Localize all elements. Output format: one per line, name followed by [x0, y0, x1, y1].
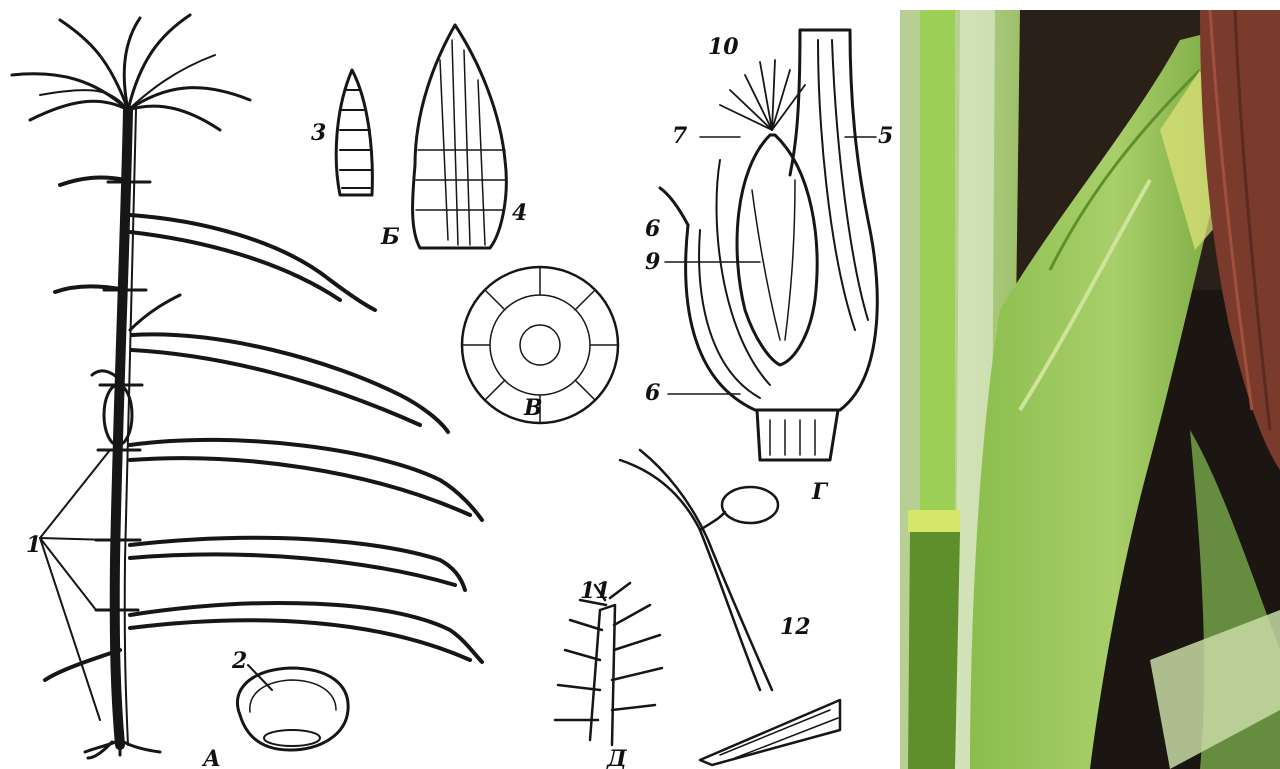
- stalk-node: [908, 510, 960, 532]
- ear-longitudinal-section: [660, 30, 877, 460]
- label-6-top: 6: [645, 216, 660, 242]
- label-2: 2: [231, 648, 247, 674]
- label-12: 12: [780, 614, 811, 640]
- panel-letter-d: Д: [606, 746, 627, 769]
- panel-letter-v: В: [523, 395, 543, 421]
- label-4: 4: [512, 200, 527, 226]
- corn-ear-photo: [900, 10, 1280, 769]
- label-1: 1: [26, 532, 41, 558]
- label-9: 9: [645, 249, 660, 275]
- label-5: 5: [878, 123, 893, 149]
- label-10: 10: [708, 34, 739, 60]
- label-7: 7: [672, 123, 688, 149]
- seed-drawing: [237, 665, 348, 750]
- young-ear-drawing: [620, 450, 840, 765]
- label-1-group: 1: [26, 450, 110, 720]
- panel-letter-b: Б: [380, 224, 400, 250]
- label-11: 11: [580, 578, 611, 604]
- panel-letter-g: Г: [811, 479, 829, 505]
- prop-roots-drawing: [555, 583, 662, 745]
- label-6-bottom: 6: [645, 380, 660, 406]
- label-3: 3: [311, 120, 326, 146]
- panel-letter-a: А: [201, 746, 221, 769]
- ear-small: [336, 70, 372, 195]
- plant-drawing: [12, 15, 482, 758]
- ear-large: [413, 25, 507, 248]
